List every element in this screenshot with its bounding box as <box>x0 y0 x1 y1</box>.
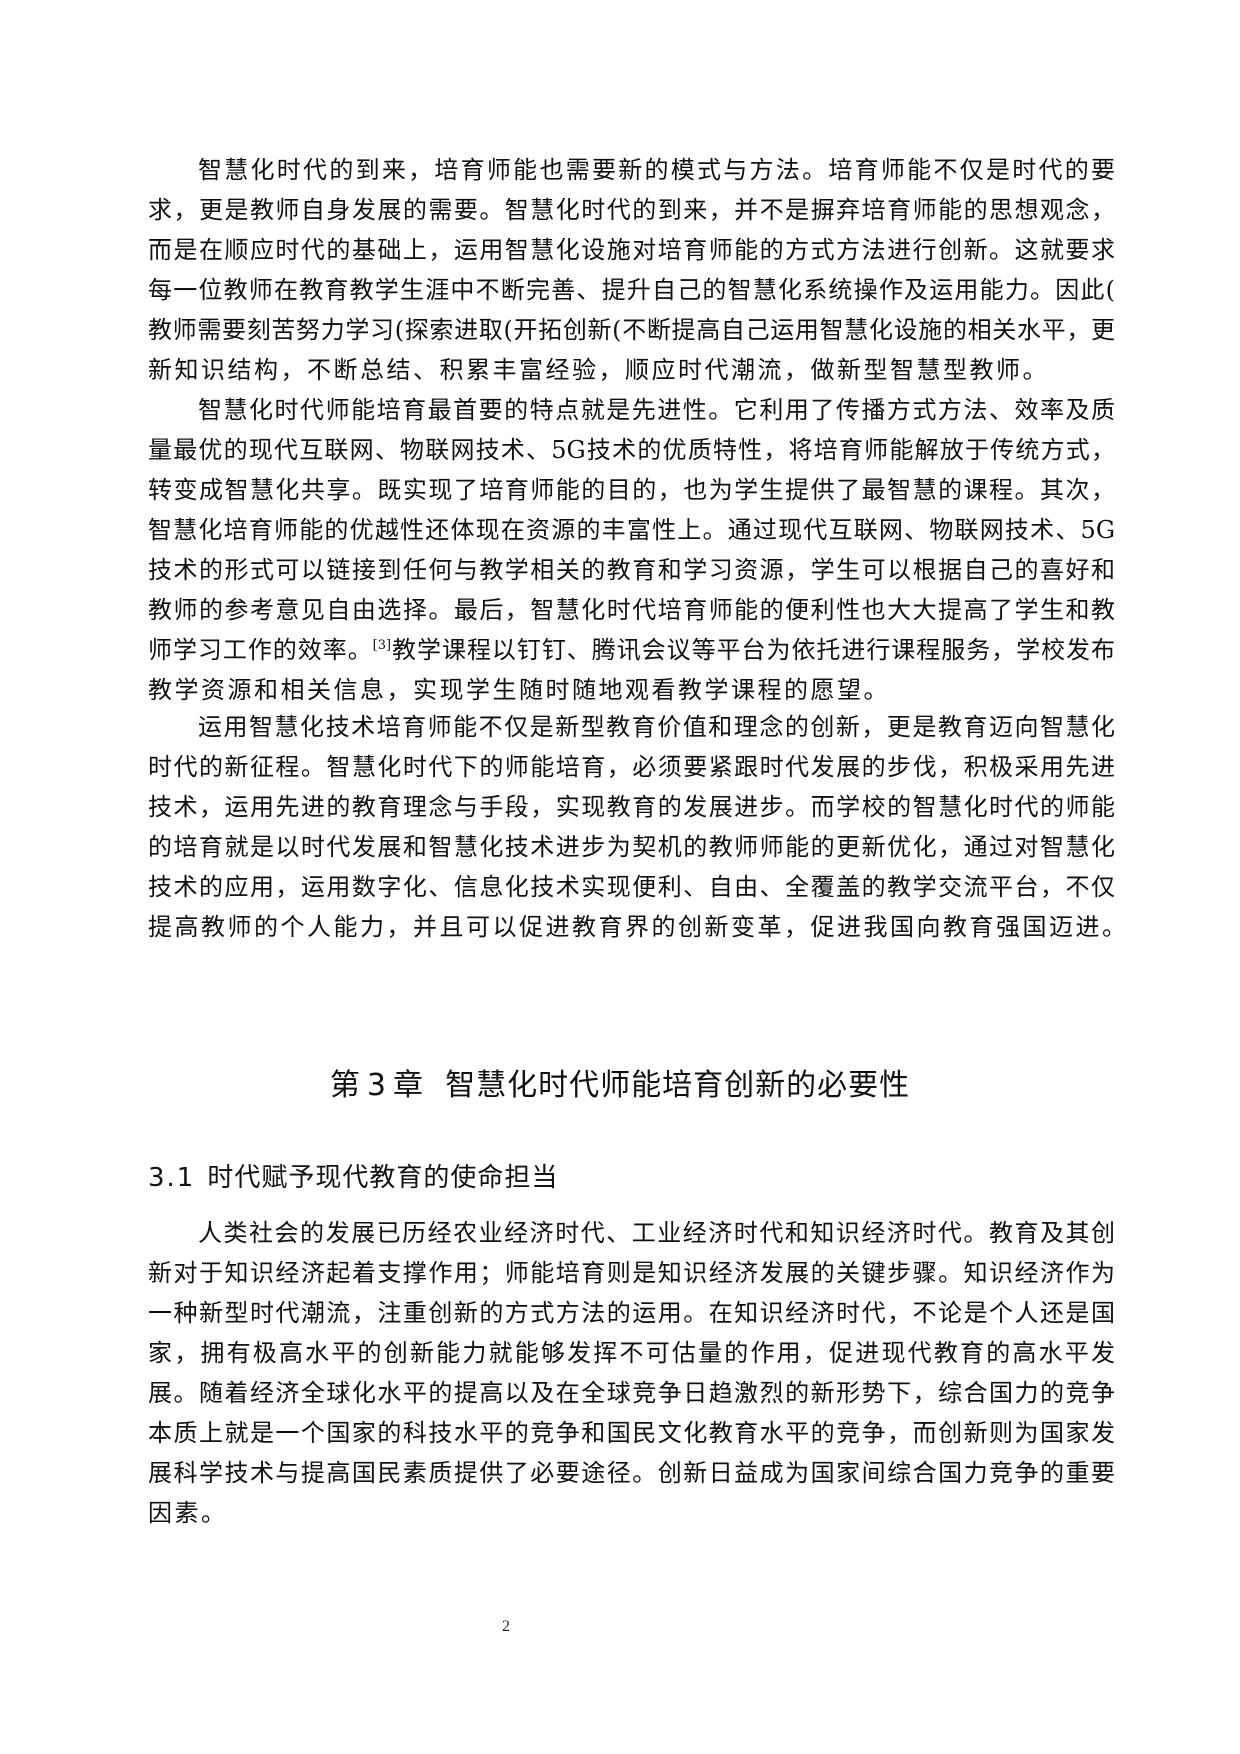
paragraph-line: 教学资源和相关信息，实现学生随时随地观看教学课程的愿望。 <box>148 676 890 704</box>
body-paragraph: 智慧化时代师能培育最首要的特点就是先进性。它利用了传播方式方法、效率及质 量最优… <box>148 390 1115 710</box>
body-paragraph: 运用智慧化技术培育师能不仅是新型教育价值和理念的创新，更是教育迈向智慧化 时代的… <box>148 707 1129 947</box>
paragraph-line: 转变成智慧化共享。既实现了培育师能的目的，也为学生提供了最智慧的课程。其次， <box>148 476 1115 504</box>
paragraph-line: 新知识结构，不断总结、积累丰富经验，顺应时代潮流，做新型智慧型教师。 <box>148 356 1049 384</box>
paragraph-line: 家，拥有极高水平的创新能力就能够发挥不可估量的作用，促进现代教育的高水平发 <box>148 1339 1115 1367</box>
paragraph-line: 量最优的现代互联网、物联网技术、5G技术的优质特性，将培育师能解放于传统方式， <box>148 436 1115 464</box>
paragraph-line: 提高教师的个人能力，并且可以促进教育界的创新变革，促进我国向教育强国迈进。 <box>148 913 1129 941</box>
paragraph-line: 一种新型时代潮流，注重创新的方式方法的运用。在知识经济时代，不论是个人还是国 <box>148 1299 1115 1327</box>
paragraph-line-with-citation: 师学习工作的效率。[3]教学课程以钉钉、腾讯会议等平台为依托进行课程服务，学校发… <box>148 630 1115 670</box>
paragraph-line: 技术的应用，运用数字化、信息化技术实现便利、自由、全覆盖的教学交流平台，不仅 <box>148 873 1115 901</box>
page-number: 2 <box>502 1618 510 1635</box>
body-paragraph: 智慧化时代的到来，培育师能也需要新的模式与方法。培育师能不仅是时代的要 求，更是… <box>148 150 1115 390</box>
section-title-text: 时代赋予现代教育的使命担当 <box>207 1163 559 1193</box>
paragraph-line: 时代的新征程。智慧化时代下的师能培育，必须要紧跟时代发展的步伐，积极采用先进 <box>148 753 1115 781</box>
paragraph-line: 运用智慧化技术培育师能不仅是新型教育价值和理念的创新，更是教育迈向智慧化 <box>198 713 1115 741</box>
paragraph-line: 教师需要刻苦努力学习(探索进取(开拓创新(不断提高自己运用智慧化设施的相关水平，… <box>148 316 1115 344</box>
paragraph-line: 因素。 <box>148 1499 228 1527</box>
line-text: 师学习工作的效率。 <box>148 636 373 664</box>
paragraph-line: 智慧化时代师能培育最首要的特点就是先进性。它利用了传播方式方法、效率及质 <box>198 396 1115 424</box>
section-heading: 3.1 时代赋予现代教育的使命担当 <box>148 1158 558 1198</box>
body-paragraph: 人类社会的发展已历经农业经济时代、工业经济时代和知识经济时代。教育及其创 新对于… <box>148 1213 1115 1533</box>
paragraph-line: 展。随着经济全球化水平的提高以及在全球竞争日趋激烈的新形势下，综合国力的竞争 <box>148 1379 1115 1407</box>
chapter-title-text: 智慧化时代师能培育创新的必要性 <box>445 1068 911 1103</box>
paragraph-line: 求，更是教师自身发展的需要。智慧化时代的到来，并不是摒弃培育师能的思想观念， <box>148 196 1115 224</box>
paragraph-line: 教师的参考意见自由选择。最后，智慧化时代培育师能的便利性也大大提高了学生和教 <box>148 596 1115 624</box>
paragraph-line: 而是在顺应时代的基础上，运用智慧化设施对培育师能的方式方法进行创新。这就要求 <box>148 236 1115 264</box>
chapter-number: 3 <box>366 1068 387 1103</box>
paragraph-line: 技术的形式可以链接到任何与教学相关的教育和学习资源，学生可以根据自己的喜好和 <box>148 556 1115 584</box>
paragraph-line: 本质上就是一个国家的科技水平的竞争和国民文化教育水平的竞争，而创新则为国家发 <box>148 1419 1115 1447</box>
paragraph-line: 展科学技术与提高国民素质提供了必要途径。创新日益成为国家间综合国力竞争的重要 <box>148 1459 1115 1487</box>
chapter-suffix: 章 <box>393 1068 424 1103</box>
paragraph-line: 技术，运用先进的教育理念与手段，实现教育的发展进步。而学校的智慧化时代的师能 <box>148 793 1115 821</box>
section-number: 3.1 <box>148 1163 196 1193</box>
paragraph-line: 智慧化培育师能的优越性还体现在资源的丰富性上。通过现代互联网、物联网技术、5G <box>148 516 1115 544</box>
paragraph-line: 每一位教师在教育教学生涯中不断完善、提升自己的智慧化系统操作及运用能力。因此( <box>148 276 1115 304</box>
paragraph-line: 人类社会的发展已历经农业经济时代、工业经济时代和知识经济时代。教育及其创 <box>198 1219 1115 1247</box>
citation-reference[interactable]: [3] <box>372 638 392 653</box>
paragraph-line: 的培育就是以时代发展和智慧化技术进步为契机的教师师能的更新优化，通过对智慧化 <box>148 833 1115 861</box>
line-text: 教学课程以钉钉、腾讯会议等平台为依托进行课程服务，学校发布 <box>391 636 1116 664</box>
paragraph-line: 新对于知识经济起着支撑作用；师能培育则是知识经济发展的关键步骤。知识经济作为 <box>148 1259 1115 1287</box>
chapter-prefix: 第 <box>329 1068 361 1103</box>
paragraph-line: 智慧化时代的到来，培育师能也需要新的模式与方法。培育师能不仅是时代的要 <box>198 156 1115 184</box>
